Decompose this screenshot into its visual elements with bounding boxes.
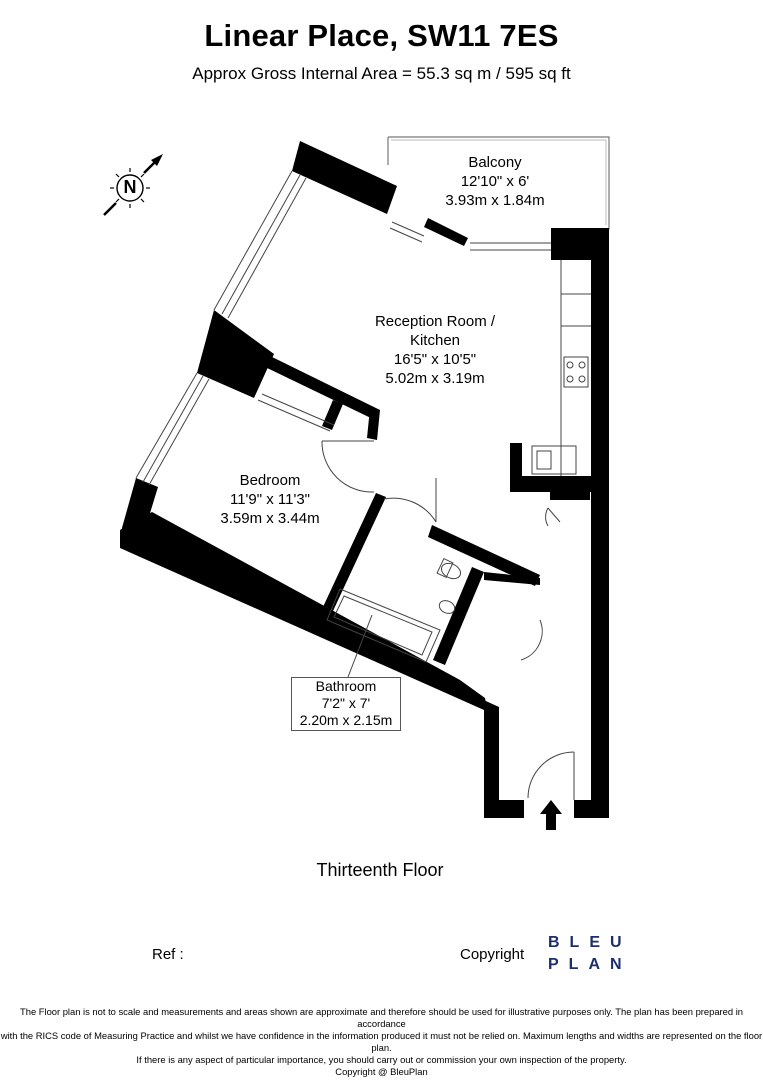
ref-label: Ref : <box>152 946 184 963</box>
reception-name-1: Reception Room / <box>374 313 496 330</box>
compass-label: N <box>123 177 137 197</box>
walls <box>120 141 609 818</box>
doors <box>321 440 575 800</box>
bathroom-label: Bathroom 7'2" x 7' 2.20m x 2.15m <box>291 677 401 731</box>
bathroom-pointer <box>347 614 373 678</box>
reception-label: Reception Room / Kitchen 16'5" x 10'5" 5… <box>360 312 510 388</box>
balcony-imperial: 12'10" x 6' <box>460 173 530 190</box>
reception-metric: 5.02m x 3.19m <box>385 370 485 387</box>
property-title: Linear Place, SW11 7ES <box>204 18 559 53</box>
basin-icon <box>438 600 456 614</box>
disclaimer-line: If there is any aspect of particular imp… <box>136 1054 627 1065</box>
gross-area: Approx Gross Internal Area = 55.3 sq m /… <box>192 64 571 83</box>
balcony-window <box>389 221 551 251</box>
reception-name-2: Kitchen <box>409 332 461 349</box>
bedroom-label: Bedroom 11'9" x 11'3" 3.59m x 3.44m <box>210 471 330 528</box>
balcony-name: Balcony <box>468 154 522 171</box>
left-window <box>135 170 307 486</box>
bedroom-metric: 3.59m x 3.44m <box>220 510 320 527</box>
disclaimer-line: Copyright @ BleuPlan <box>335 1066 428 1077</box>
kitchen-counter <box>531 260 591 476</box>
reception-imperial: 16'5" x 10'5" <box>393 351 477 368</box>
entrance-arrow-icon <box>540 800 562 830</box>
logo-line-1: BLEU <box>548 934 632 951</box>
logo-line-2: PLAN <box>548 956 632 973</box>
toilet-icon <box>436 557 462 580</box>
disclaimer-line: The Floor plan is not to scale and measu… <box>20 1006 743 1029</box>
floor-name: Thirteenth Floor <box>316 860 444 880</box>
balcony-metric: 3.93m x 1.84m <box>445 192 545 209</box>
disclaimer-line: with the RICS code of Measuring Practice… <box>0 1030 763 1053</box>
bathroom-name: Bathroom <box>315 678 377 694</box>
copyright-label: Copyright <box>460 946 525 963</box>
bathroom-metric: 2.20m x 2.15m <box>299 712 393 728</box>
bathroom-imperial: 7'2" x 7' <box>321 695 371 711</box>
bath-icon <box>326 588 441 663</box>
disclaimer: The Floor plan is not to scale and measu… <box>0 1006 763 1078</box>
north-arrow-icon <box>103 154 163 216</box>
bedroom-name: Bedroom <box>239 472 301 489</box>
bedroom-imperial: 11'9" x 11'3" <box>229 491 311 508</box>
floor-plan <box>103 136 610 830</box>
wardrobe <box>257 393 335 432</box>
bleuplan-logo: BLEU PLAN <box>548 932 638 976</box>
balcony-label: Balcony 12'10" x 6' 3.93m x 1.84m <box>435 153 555 210</box>
